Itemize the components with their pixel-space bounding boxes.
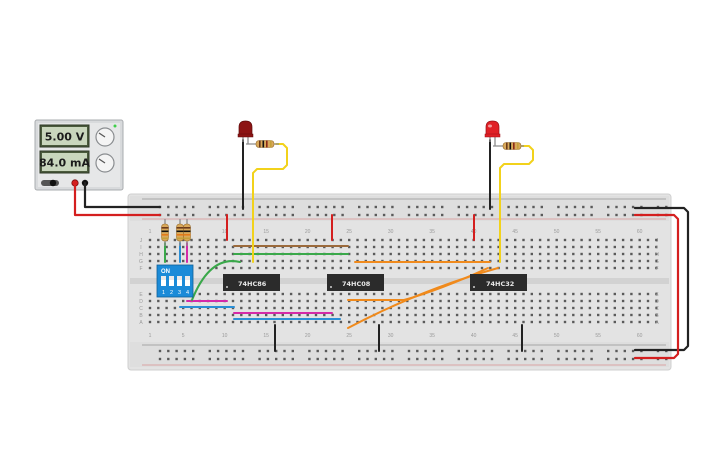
wire-rail-bridge-red[interactable] (633, 213, 680, 360)
column-number: 10 (222, 229, 228, 235)
column-number: 55 (595, 229, 601, 235)
breadboard-holes[interactable] (148, 205, 668, 361)
wires[interactable] (73, 139, 690, 360)
dip-position-3: 3 (178, 290, 181, 296)
dip-position-2: 2 (170, 290, 173, 296)
column-number: 5 (182, 333, 185, 339)
column-number: 35 (429, 229, 435, 235)
column-number: 20 (305, 229, 311, 235)
led-2[interactable] (484, 120, 501, 146)
row-letter: H (655, 252, 659, 258)
chip-label: 74HC86 (238, 280, 267, 288)
resistors[interactable] (161, 140, 525, 247)
column-number: 60 (637, 229, 643, 235)
column-number: 50 (554, 333, 560, 339)
row-letter: C (139, 306, 143, 312)
column-number: 20 (305, 333, 311, 339)
ground-terminal[interactable] (49, 179, 57, 187)
top-power-rail (130, 196, 669, 221)
column-number: 1 (149, 333, 152, 339)
chip-label: 74HC08 (342, 280, 371, 288)
row-letter: H (139, 252, 143, 258)
wire-power-ground[interactable] (83, 181, 162, 209)
current-display: 84.0 mA (39, 150, 90, 174)
column-number: 40 (471, 333, 477, 339)
dip-toggle-3[interactable] (177, 276, 182, 286)
dip-position-4: 4 (186, 290, 189, 296)
current-knob[interactable] (95, 153, 115, 173)
column-number: 50 (554, 229, 560, 235)
wire-green-curve[interactable] (191, 260, 241, 301)
chip-label: 74HC32 (486, 280, 514, 288)
chip-74hc32[interactable]: 74HC32 (470, 274, 527, 291)
dip-position-1: 1 (162, 290, 165, 296)
voltage-display: 5.00 V (39, 124, 90, 148)
wire-orange-diag[interactable] (403, 267, 489, 301)
column-number: 15 (263, 229, 269, 235)
row-letter: B (139, 313, 143, 319)
wire-yellow-right[interactable] (499, 145, 534, 263)
row-letter: B (655, 313, 659, 319)
row-letter: C (655, 306, 659, 312)
column-number: 35 (429, 333, 435, 339)
voltage-knob[interactable] (95, 127, 115, 147)
voltage-readout: 5.00 V (45, 131, 85, 144)
row-letter: E (139, 292, 143, 298)
wire-rail-bridge-black[interactable] (633, 206, 690, 352)
column-number: 10 (222, 333, 228, 339)
row-letter: E (655, 292, 659, 298)
center-channel (130, 278, 669, 284)
column-number: 45 (512, 229, 518, 235)
current-readout: 84.0 mA (39, 157, 90, 170)
column-number: 30 (388, 333, 394, 339)
row-letter: D (139, 299, 143, 305)
row-letter: A (139, 320, 143, 326)
power-supply[interactable]: 5.00 V 84.0 mA (34, 119, 124, 191)
chip-74hc86[interactable]: 74HC86 (223, 274, 280, 291)
row-letter: J (656, 238, 659, 244)
row-letter: I (140, 245, 141, 251)
led1-resistor[interactable] (246, 140, 279, 148)
wire-power-positive[interactable] (73, 181, 162, 217)
column-number: 30 (388, 229, 394, 235)
bottom-power-rail (130, 342, 669, 367)
row-letter: F (139, 266, 142, 272)
row-letter: G (139, 259, 143, 265)
column-number: 1 (149, 229, 152, 235)
dip-on-label: ON (161, 269, 170, 275)
pulldown-resistor-2[interactable] (176, 219, 184, 246)
row-letter: A (655, 320, 659, 326)
led2-resistor[interactable] (493, 142, 524, 150)
row-letter: G (655, 259, 659, 265)
indicator-led-icon (113, 124, 117, 128)
wire-yellow-left[interactable] (252, 143, 288, 263)
row-letter: F (655, 266, 658, 272)
chip-74hc08[interactable]: 74HC08 (327, 274, 384, 291)
column-number: 55 (595, 333, 601, 339)
dip-toggle-1[interactable] (161, 276, 166, 286)
pulldown-resistor-1[interactable] (161, 219, 169, 246)
dip-toggle-2[interactable] (169, 276, 174, 286)
row-letter: J (140, 238, 143, 244)
column-number: 25 (346, 229, 352, 235)
dip-switch[interactable]: ON 1 2 3 4 (156, 264, 194, 298)
row-letter: D (655, 299, 659, 305)
column-number: 15 (263, 333, 269, 339)
dip-toggle-4[interactable] (185, 276, 190, 286)
column-number: 45 (512, 333, 518, 339)
pulldown-resistor-3[interactable] (183, 219, 191, 246)
column-number: 60 (637, 333, 643, 339)
column-number: 25 (346, 333, 352, 339)
row-letter: I (656, 245, 657, 251)
led-1[interactable] (237, 120, 254, 144)
